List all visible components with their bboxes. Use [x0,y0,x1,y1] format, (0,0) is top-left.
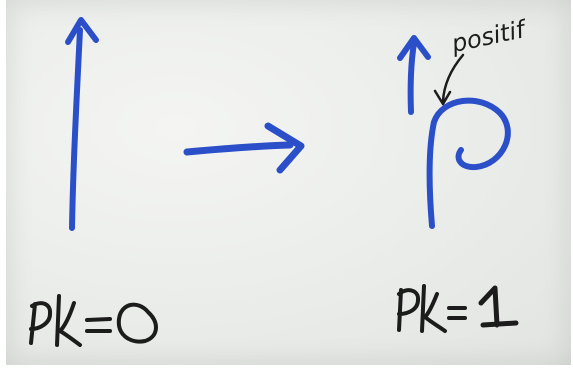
annotation-pointer [433,53,465,106]
formula-right [397,284,519,333]
transition-arrow [183,122,305,174]
looped-arrow [397,35,511,229]
whiteboard-surface [6,0,571,365]
formula-left [29,294,158,347]
straight-up-arrow [65,17,99,231]
